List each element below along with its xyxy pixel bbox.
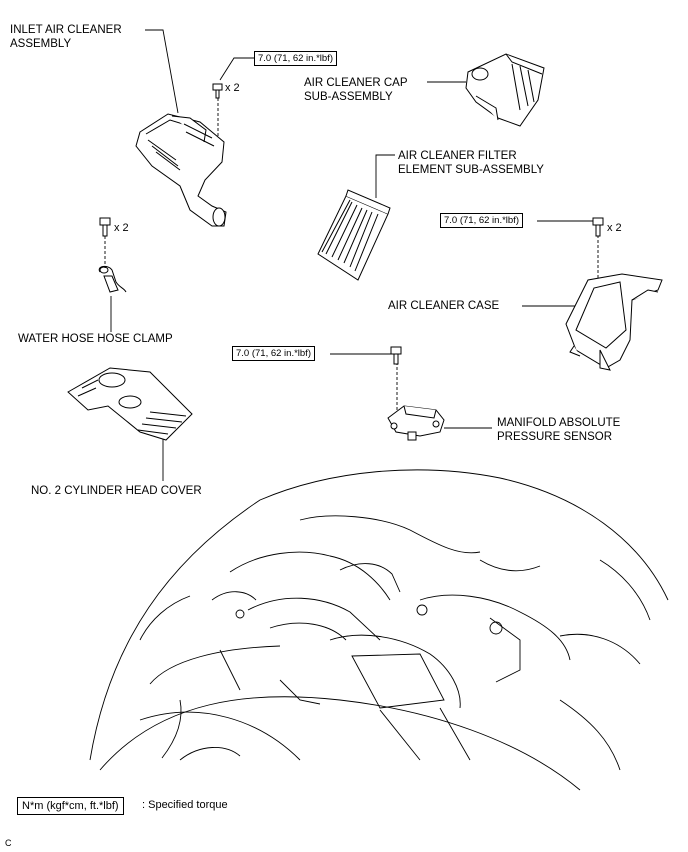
- torque-box-case: 7.0 (71, 62 in.*lbf): [440, 213, 523, 228]
- inlet-air-cleaner-label-line1: INLET AIR CLEANER: [10, 24, 122, 36]
- water-hose-clamp-part: [98, 265, 127, 293]
- air-cleaner-cap-label: AIR CLEANER CAP SUB-ASSEMBLY: [304, 76, 408, 104]
- air-cleaner-case-label: AIR CLEANER CASE: [388, 300, 500, 312]
- air-cleaner-cap-label-line2: SUB-ASSEMBLY: [304, 91, 393, 103]
- filter-element-label: AIR CLEANER FILTER ELEMENT SUB-ASSEMBLY: [398, 149, 544, 177]
- filter-element-label-line2: ELEMENT SUB-ASSEMBLY: [398, 164, 544, 176]
- bolts: [99, 83, 604, 365]
- torque-box-inlet: 7.0 (71, 62 in.*lbf): [254, 51, 337, 66]
- inlet-bolt-quantity: x 2: [225, 82, 240, 94]
- case-bolt-quantity: x 2: [607, 222, 622, 234]
- air-cleaner-case-part: [565, 273, 663, 371]
- water-hose-clamp-label: WATER HOSE HOSE CLAMP: [18, 333, 173, 345]
- figure-code: C: [5, 838, 12, 848]
- air-cleaner-cap-label-line1: AIR CLEANER CAP: [304, 77, 408, 89]
- inlet-air-cleaner-label-line2: ASSEMBLY: [10, 38, 72, 50]
- clamp-bolt-quantity: x 2: [114, 222, 129, 234]
- map-sensor-label-line1: MANIFOLD ABSOLUTE: [497, 417, 621, 429]
- map-sensor-part: [387, 405, 445, 441]
- inlet-air-cleaner-label: INLET AIR CLEANER ASSEMBLY: [10, 23, 122, 51]
- torque-legend-box: N*m (kgf*cm, ft.*lbf): [17, 797, 124, 815]
- air-cleaner-filter-part: [317, 189, 391, 281]
- cylinder-head-cover-part: [67, 367, 193, 441]
- torque-legend-text: : Specified torque: [142, 799, 228, 811]
- leader-lines: [110, 29, 596, 481]
- filter-element-label-line1: AIR CLEANER FILTER: [398, 150, 517, 162]
- torque-box-sensor: 7.0 (71, 62 in.*lbf): [232, 346, 315, 361]
- inlet-air-cleaner-part: [135, 113, 227, 227]
- map-sensor-label: MANIFOLD ABSOLUTE PRESSURE SENSOR: [497, 416, 620, 444]
- map-sensor-label-line2: PRESSURE SENSOR: [497, 431, 613, 443]
- engine-bay-outline: [89, 469, 669, 791]
- air-cleaner-cap-part: [465, 53, 545, 127]
- cylinder-head-cover-label: NO. 2 CYLINDER HEAD COVER: [31, 485, 202, 497]
- install-dashes: [104, 98, 599, 410]
